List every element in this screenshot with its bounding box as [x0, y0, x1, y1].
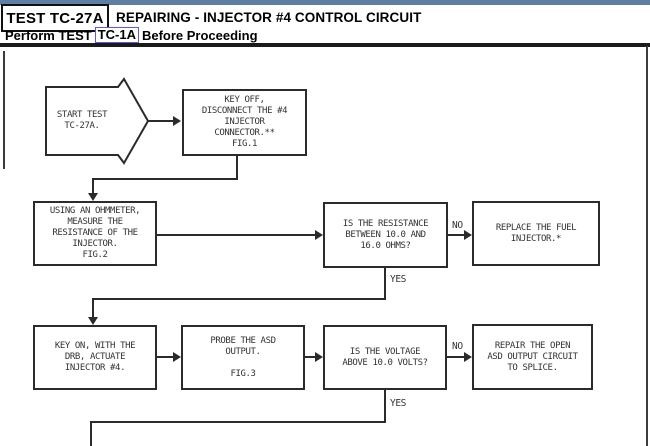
connector-no-replace [448, 234, 464, 236]
connector-probe-decision [305, 356, 315, 358]
label-no-2: NO [451, 341, 464, 352]
arrowhead-right [464, 352, 472, 362]
flow-box-probe-asd: PROBE THE ASD OUTPUT. FIG.3 [181, 325, 305, 390]
page-left-border [3, 51, 5, 169]
test-label-box: TEST TC-27A [1, 4, 109, 32]
connector-ohmmeter-decision [157, 234, 315, 236]
connector-start-keyoff [148, 120, 173, 122]
header-rule [0, 43, 650, 47]
page-right-border [646, 46, 648, 446]
test-label: TEST TC-27A [6, 9, 104, 27]
label-yes-1: YES [389, 274, 407, 285]
label-yes-2: YES [389, 398, 407, 409]
flow-box-key-on: KEY ON, WITH THE DRB, ACTUATE INJECTOR #… [33, 325, 157, 390]
connector-keyon-probe [157, 356, 173, 358]
decision-box-voltage: IS THE VOLTAGE ABOVE 10.0 VOLTS? [323, 325, 447, 390]
connector-yes2-left [90, 421, 386, 423]
arrowhead-right [315, 230, 323, 240]
arrowhead-right [464, 230, 472, 240]
arrowhead-down [88, 317, 98, 325]
flow-box-ohmmeter: USING AN OHMMETER, MEASURE THE RESISTANC… [33, 201, 157, 266]
tc-1a-link[interactable]: TC-1A [94, 27, 139, 43]
connector-yes2-continue [90, 421, 92, 446]
flow-box-replace-injector: REPLACE THE FUEL INJECTOR.* [472, 201, 600, 266]
start-arrow-shape [45, 77, 150, 165]
perform-instruction: Perform TEST TC-1A Before Proceeding [5, 27, 258, 43]
connector-yes1-left [92, 298, 386, 300]
connector-keyoff-down [236, 156, 238, 180]
connector-yes2-down [384, 390, 386, 423]
connector-no-repair [447, 356, 464, 358]
connector-into-ohmmeter [92, 178, 94, 194]
label-no-1: NO [451, 220, 464, 231]
flow-box-repair-asd: REPAIR THE OPEN ASD OUTPUT CIRCUIT TO SP… [472, 324, 593, 390]
connector-yes1-down [384, 268, 386, 300]
flow-box-start: START TEST TC-27A. [56, 110, 108, 131]
page-title: REPAIRING - INJECTOR #4 CONTROL CIRCUIT [116, 9, 422, 25]
arrowhead-right [315, 352, 323, 362]
perform-suffix: Before Proceeding [141, 27, 258, 43]
perform-prefix: Perform TEST [5, 27, 92, 43]
flow-box-key-off: KEY OFF, DISCONNECT THE #4 INJECTOR CONN… [182, 89, 307, 156]
connector-into-keyon [92, 298, 94, 318]
top-bar [0, 0, 650, 5]
arrowhead-right [173, 116, 181, 126]
connector-keyoff-left [92, 178, 238, 180]
arrowhead-right [173, 352, 181, 362]
decision-box-resistance: IS THE RESISTANCE BETWEEN 10.0 AND 16.0 … [323, 202, 448, 268]
arrowhead-down [88, 193, 98, 201]
